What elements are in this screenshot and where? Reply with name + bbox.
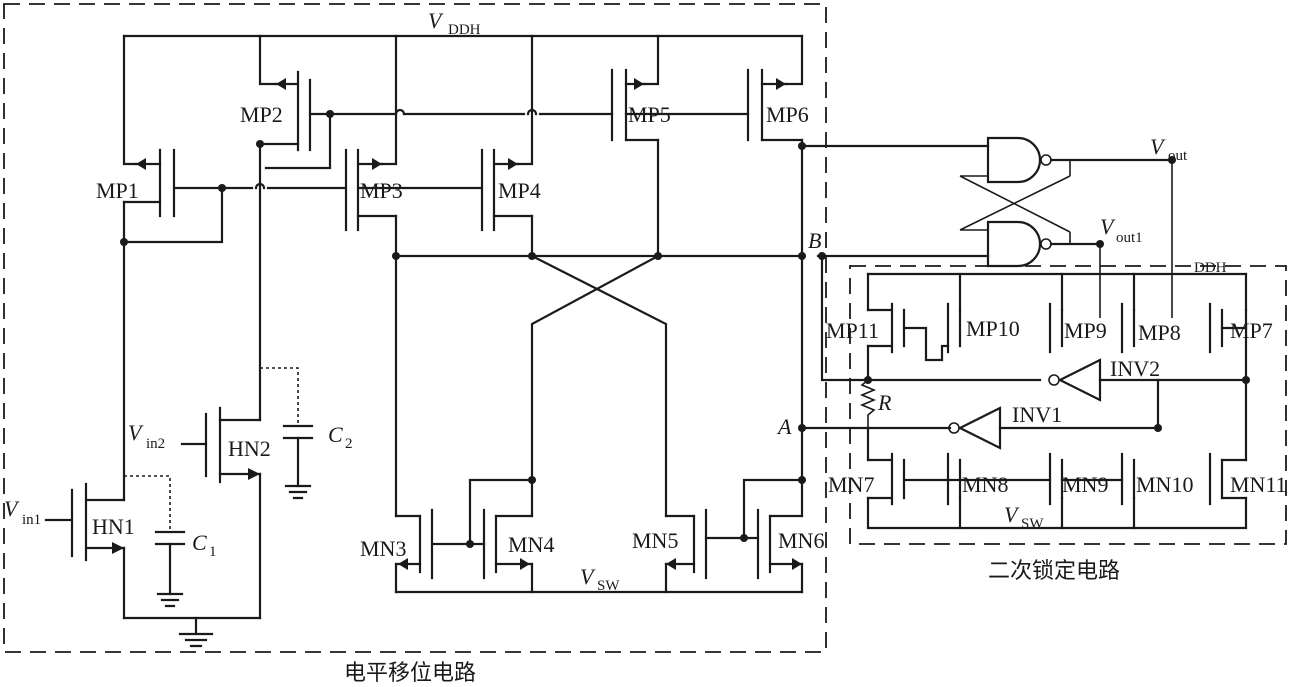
vin2-label: V	[128, 420, 144, 445]
level-shifter-caption: 电平移位电路	[344, 661, 476, 686]
bias-wiring	[120, 108, 750, 502]
mp1-label: MP1	[96, 178, 139, 203]
vddh-main-subscript: DDH	[448, 22, 481, 38]
mp9-label: MP9	[1064, 318, 1107, 343]
mp6-transistor	[746, 68, 804, 142]
vsw-main-subscript: SW	[597, 578, 620, 594]
node-a-label: A	[776, 414, 792, 439]
mn6-transistor	[740, 478, 804, 594]
mn8-label: MN8	[962, 472, 1008, 497]
c1-label: C	[192, 530, 207, 555]
mp8-label: MP8	[1138, 320, 1181, 345]
mn11-label: MN11	[1230, 472, 1287, 497]
mn6-label: MN6	[778, 528, 824, 553]
mp3-transistor	[344, 148, 398, 232]
secondary-lock-caption: 二次锁定电路	[988, 559, 1120, 584]
ground-icon	[178, 616, 214, 648]
mp10-label: MP10	[966, 316, 1020, 341]
vout1-label: V	[1100, 214, 1116, 239]
mn10-label: MN10	[1136, 472, 1193, 497]
mp7-label: MP7	[1230, 318, 1273, 343]
inv2-label: INV2	[1110, 356, 1160, 381]
mp4-label: MP4	[498, 178, 541, 203]
vout-subscript: out	[1168, 148, 1188, 164]
level-shifter-boundary	[3, 3, 827, 653]
hn1-transistor	[44, 482, 126, 620]
mp2-label: MP2	[240, 102, 283, 127]
vsw-sec-label: V	[1004, 502, 1020, 527]
node-b-label: B	[808, 228, 821, 253]
mn5-transistor	[664, 508, 746, 594]
c2-label: C	[328, 422, 343, 447]
mp3-label: MP3	[360, 178, 403, 203]
mp4-transistor	[480, 148, 534, 232]
c1-capacitor	[124, 475, 186, 608]
mn4-label: MN4	[508, 532, 554, 557]
vout1-subscript: out1	[1116, 230, 1143, 246]
mp11-label: MP11	[826, 318, 879, 343]
mp5-transistor	[610, 68, 660, 142]
vddh-main-label: V	[428, 8, 444, 33]
secondary-lock-circuit	[800, 160, 1250, 530]
secondary-lock-boundary	[849, 265, 1287, 545]
resistor-label: R	[877, 390, 892, 415]
hn2-transistor	[180, 406, 262, 620]
labels: V DDH DDH V SW V SW V in1 V in2 V out V …	[4, 8, 1287, 686]
vddh-sec-label: DDH	[1194, 260, 1227, 276]
vsw-sec-subscript: SW	[1021, 516, 1044, 532]
mp5-label: MP5	[628, 102, 671, 127]
hn2-label: HN2	[228, 436, 271, 461]
vout-label: V	[1150, 134, 1166, 159]
mn3-transistor	[394, 508, 472, 594]
mp6-label: MP6	[766, 102, 809, 127]
c2-capacitor	[260, 367, 314, 500]
hn1-label: HN1	[92, 514, 135, 539]
c2-subscript: 2	[345, 436, 353, 452]
cross-coupled-wiring	[392, 138, 806, 518]
vin1-label: V	[4, 496, 20, 521]
inv1-label: INV1	[1012, 402, 1062, 427]
mn5-label: MN5	[632, 528, 678, 553]
c1-subscript: 1	[209, 544, 217, 560]
mn9-label: MN9	[1062, 472, 1108, 497]
vin1-subscript: in1	[22, 512, 41, 528]
vsw-main-label: V	[580, 564, 596, 589]
mn4-transistor	[466, 476, 536, 594]
vin2-subscript: in2	[146, 436, 165, 452]
mp1-transistor	[122, 148, 224, 244]
mn7-label: MN7	[828, 472, 874, 497]
mn3-label: MN3	[360, 536, 406, 561]
nand-latch	[800, 136, 1176, 268]
vddh-rail	[122, 34, 804, 166]
